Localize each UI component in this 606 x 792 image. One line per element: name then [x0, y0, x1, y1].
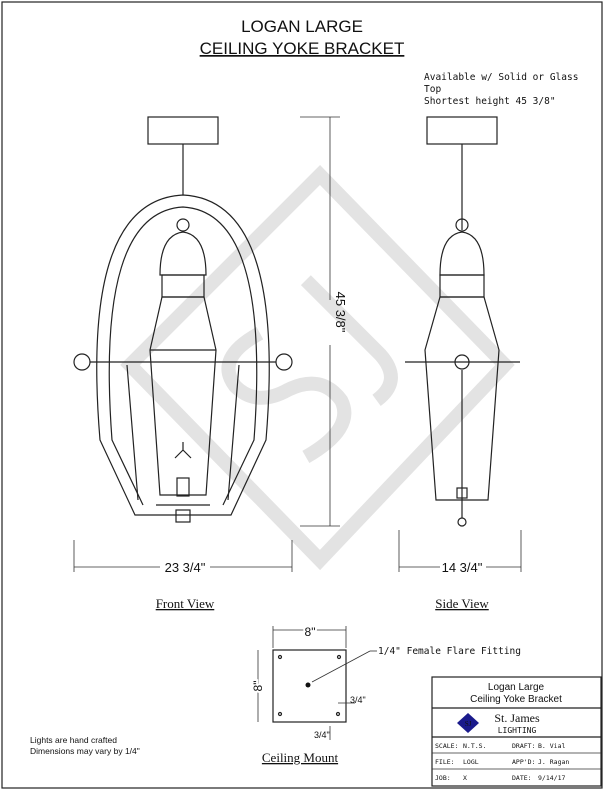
- tb-appd-label: APP'D:: [512, 758, 535, 766]
- title-block: SJ: [431, 676, 602, 787]
- height-dimension: 45 3/8": [300, 116, 348, 527]
- mount-height-label: 8": [251, 681, 265, 692]
- side-view-label: Side View: [435, 596, 489, 611]
- tb-company-sub: LIGHTING: [498, 726, 537, 735]
- offset-x-label: 3/4": [350, 695, 366, 705]
- height-dimension-label: 45 3/8": [333, 292, 348, 333]
- ceiling-mount-drawing: [257, 626, 377, 740]
- watermark-logo: [120, 165, 515, 571]
- note-top: Top: [424, 84, 441, 95]
- title-line-1: LOGAN LARGE: [241, 17, 363, 36]
- side-width-dimension: 14 3/4": [398, 530, 522, 575]
- tb-scale-label: SCALE:: [435, 742, 458, 750]
- note-hand-crafted: Lights are hand crafted: [30, 735, 117, 745]
- tb-draft-label: DRAFT:: [512, 742, 535, 750]
- tb-appd: J. Ragan: [538, 758, 569, 766]
- front-view-label: Front View: [156, 596, 215, 611]
- tb-product-line-1: Logan Large: [488, 682, 545, 693]
- ceiling-mount-label: Ceiling Mount: [262, 750, 339, 765]
- tb-file: LOGL: [463, 758, 479, 766]
- st-james-logo-icon: [457, 713, 479, 733]
- tb-draft: B. Vial: [538, 742, 565, 750]
- tb-company: St. James: [494, 711, 540, 725]
- side-view-drawing: [405, 116, 520, 527]
- note-available: Available w/ Solid or Glass: [424, 72, 578, 83]
- tb-date: 9/14/17: [538, 774, 565, 782]
- offset-y-label: 3/4": [314, 730, 330, 740]
- tb-date-label: DATE:: [512, 774, 532, 782]
- tb-scale: N.T.S.: [463, 742, 486, 750]
- front-width-label: 23 3/4": [165, 560, 206, 575]
- note-dimensions-vary: Dimensions may vary by 1/4": [30, 746, 140, 756]
- front-view-drawing: [73, 116, 293, 523]
- tb-product-line-2: Ceiling Yoke Bracket: [470, 694, 562, 705]
- note-shortest-height: Shortest height 45 3/8": [424, 96, 556, 107]
- logo-text: SJ: [465, 720, 472, 728]
- title-line-2: CEILING YOKE BRACKET: [200, 39, 405, 58]
- front-width-dimension: 23 3/4": [73, 540, 293, 575]
- mount-width-label: 8": [305, 625, 316, 639]
- side-width-label: 14 3/4": [442, 560, 483, 575]
- tb-file-label: FILE:: [435, 758, 455, 766]
- tb-job: X: [463, 774, 467, 782]
- flare-fitting-callout: 1/4" Female Flare Fitting: [378, 646, 521, 657]
- tb-job-label: JOB:: [435, 774, 451, 782]
